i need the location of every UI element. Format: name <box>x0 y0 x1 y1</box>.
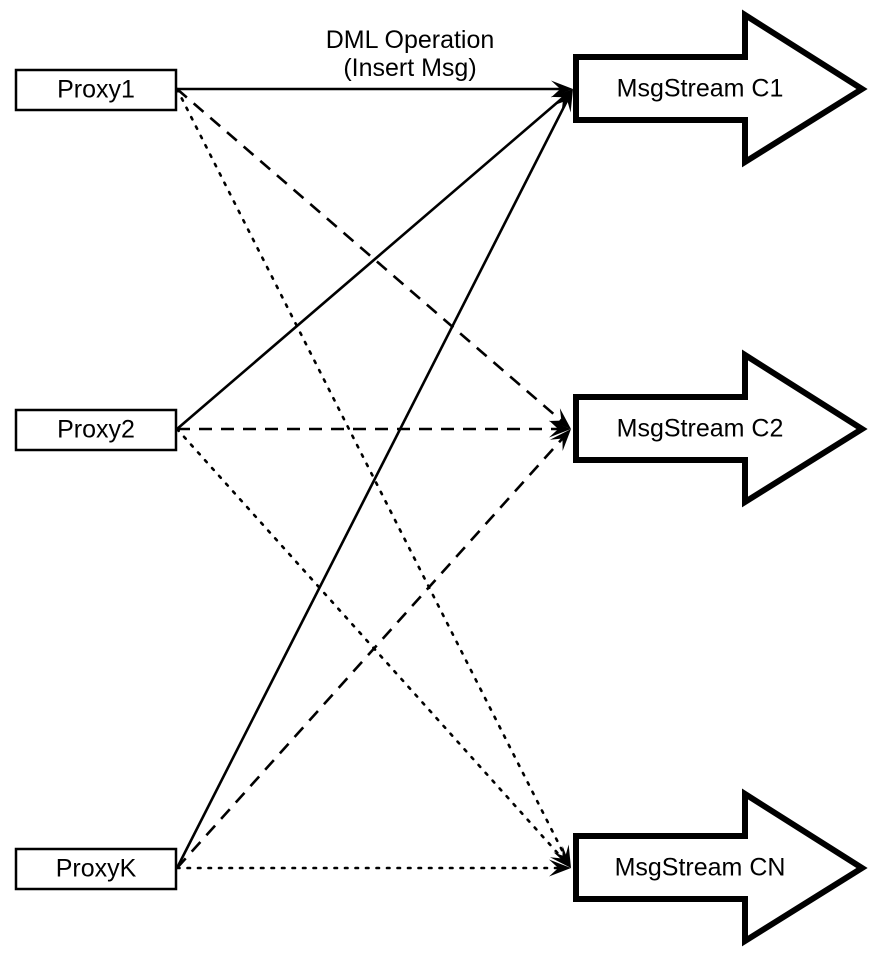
proxy-box[interactable] <box>14 408 178 452</box>
proxy-node-proxy2[interactable]: Proxy2 <box>14 408 178 452</box>
edge-arrowhead <box>549 859 571 877</box>
edge-arrowhead <box>549 420 571 438</box>
proxy-label: Proxy1 <box>57 76 135 104</box>
edges-layer <box>175 80 573 877</box>
edge-arrowhead <box>555 89 573 113</box>
msgstream-node-stream_cn[interactable]: MsgStream CN <box>573 788 868 947</box>
edge-proxyk-to-cn <box>175 859 571 877</box>
edge-proxy2-to-c2 <box>177 420 571 438</box>
edge-line-dashed <box>176 437 564 869</box>
edge-line-dashed <box>176 88 563 423</box>
edge-arrowhead <box>549 429 571 452</box>
proxy-node-proxy1[interactable]: Proxy1 <box>14 68 178 112</box>
edge-arrowhead <box>548 408 571 429</box>
edge-line-solid <box>176 95 565 430</box>
msgstream-block-arrow[interactable] <box>573 349 868 508</box>
edge-proxyk-to-c1 <box>175 89 573 869</box>
edge-line-solid <box>175 99 569 869</box>
msgstream-label: MsgStream C2 <box>617 415 784 443</box>
edge-arrowhead <box>549 845 571 868</box>
msgstream-label: MsgStream CN <box>615 854 786 882</box>
msgstream-block-arrow[interactable] <box>573 788 868 947</box>
proxy-label: ProxyK <box>56 855 137 883</box>
proxy-node-proxyk[interactable]: ProxyK <box>14 847 178 891</box>
streams-layer: MsgStream C1 MsgStream C2 MsgStream CN <box>573 9 868 947</box>
proxy-box[interactable] <box>14 68 178 112</box>
edge-proxy2-to-cn <box>175 427 571 868</box>
edge-label-line1: DML Operation <box>326 26 495 54</box>
edge-label-line2: (Insert Msg) <box>343 54 476 82</box>
proxy-label: Proxy2 <box>57 416 135 444</box>
edge-arrowhead <box>551 80 573 98</box>
edge-proxyk-to-c2 <box>176 429 571 869</box>
proxy-box[interactable] <box>14 847 178 891</box>
edge-line-dotted <box>175 87 567 859</box>
msgstream-label: MsgStream C1 <box>617 75 784 103</box>
msgstream-node-stream_c1[interactable]: MsgStream C1 <box>573 9 868 168</box>
edge-label-dml-operation: DML Operation (Insert Msg) <box>326 26 495 82</box>
edge-line-dotted <box>175 427 565 861</box>
msgstream-block-arrow[interactable] <box>573 9 868 168</box>
edge-proxy1-to-c1 <box>177 80 573 98</box>
edge-proxy1-to-c2 <box>176 88 571 429</box>
msgstream-node-stream_c2[interactable]: MsgStream C2 <box>573 349 868 508</box>
